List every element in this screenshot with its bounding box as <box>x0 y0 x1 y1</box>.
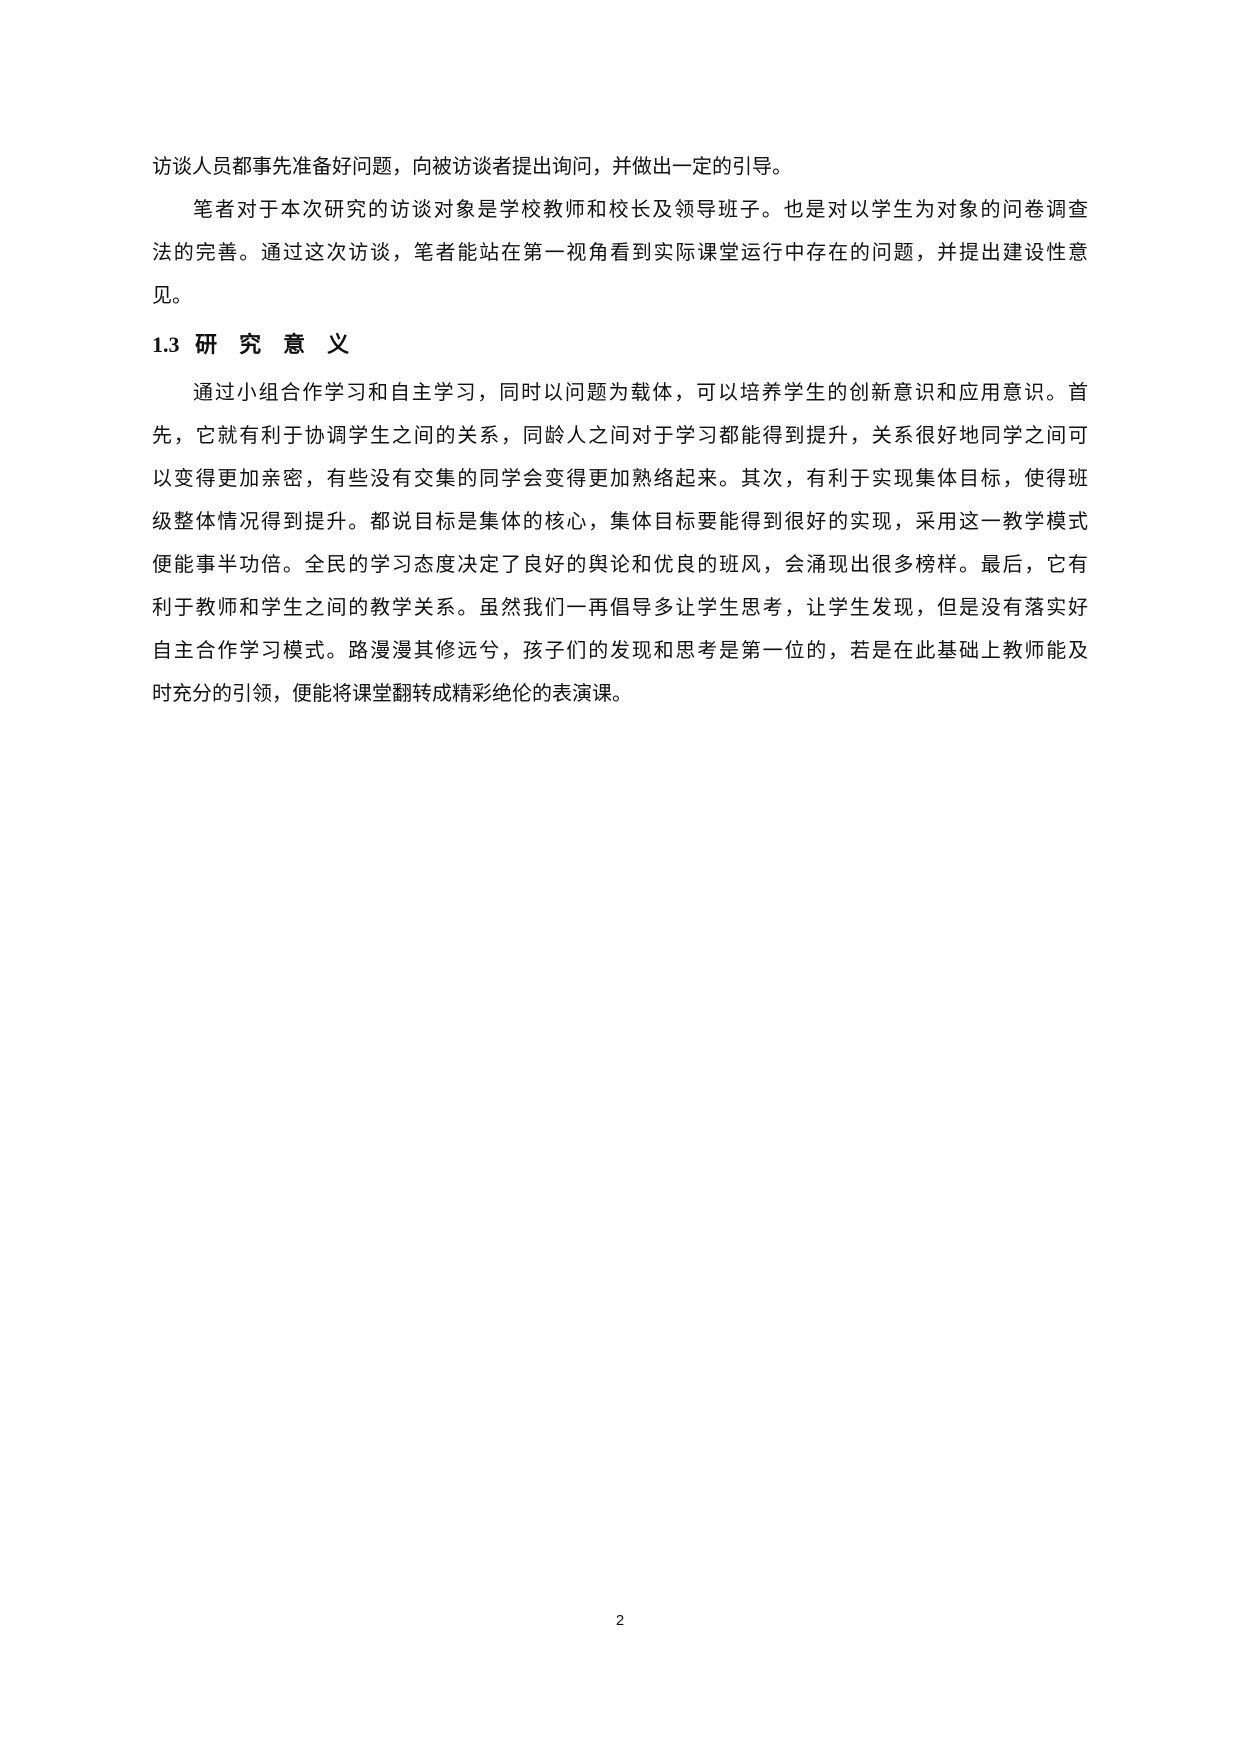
paragraph-line: 通过小组合作学习和自主学习，同时以问题为载体，可以培养学生的创新意识和应用意识。… <box>193 380 1088 404</box>
paragraph-line: 先，它就有利于协调学生之间的关系，同龄人之间对于学习都能得到提升，关系很好地同学… <box>152 423 1088 447</box>
paragraph-line: 以变得更加亲密，有些没有交集的同学会变得更加熟络起来。其次，有利于实现集体目标，… <box>152 466 1088 490</box>
paragraph-line: 便能事半功倍。全民的学习态度决定了良好的舆论和优良的班风，会涌现出很多榜样。最后… <box>152 552 1088 576</box>
paragraph-line: 见。 <box>152 283 192 307</box>
paragraph-line: 时充分的引领，便能将课堂翻转成精彩绝伦的表演课。 <box>152 681 632 705</box>
paragraph-interview-subjects: 笔者对于本次研究的访谈对象是学校教师和校长及领导班子。也是对以学生为对象的问卷调… <box>152 188 1088 317</box>
paragraph-line: 级整体情况得到提升。都说目标是集体的核心，集体目标要能得到很好的实现，采用这一教… <box>152 509 1088 533</box>
section-heading: 1.3 研究意义 <box>152 325 1088 365</box>
section-number: 1.3 <box>152 332 180 357</box>
paragraph-line: 法的完善。通过这次访谈，笔者能站在第一视角看到实际课堂运行中存在的问题，并提出建… <box>152 240 1088 264</box>
paragraph-line: 访谈人员都事先准备好问题，向被访谈者提出询问，并做出一定的引导。 <box>152 154 792 178</box>
page-number: 2 <box>615 1612 625 1629</box>
paragraph-line: 笔者对于本次研究的访谈对象是学校教师和校长及领导班子。也是对以学生为对象的问卷调… <box>193 197 1088 221</box>
section-title: 研究意义 <box>195 332 372 358</box>
paragraph-line: 自主合作学习模式。路漫漫其修远兮，孩子们的发现和思考是第一位的，若是在此基础上教… <box>152 638 1088 662</box>
paragraph-interview-guidance: 访谈人员都事先准备好问题，向被访谈者提出询问，并做出一定的引导。 <box>152 145 1088 188</box>
page-body: 访谈人员都事先准备好问题，向被访谈者提出询问，并做出一定的引导。 笔者对于本次研… <box>152 145 1088 715</box>
paragraph-line: 利于教师和学生之间的教学关系。虽然我们一再倡导多让学生思考，让学生发现，但是没有… <box>152 595 1088 619</box>
paragraph-research-significance: 通过小组合作学习和自主学习，同时以问题为载体，可以培养学生的创新意识和应用意识。… <box>152 371 1088 715</box>
